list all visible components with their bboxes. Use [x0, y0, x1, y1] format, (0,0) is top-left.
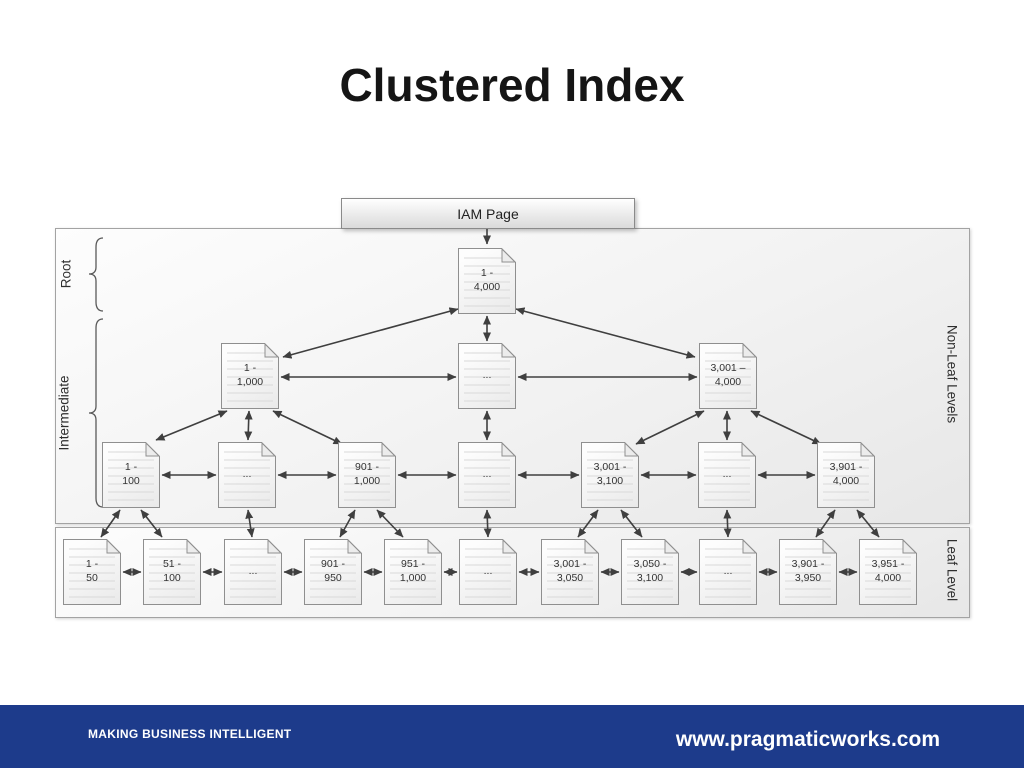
page-icon [581, 442, 639, 508]
page-node-label: 1 - 1,000 [236, 362, 264, 388]
page-node-label: 1 - 4,000 [473, 267, 501, 293]
page-node-label: ... [723, 565, 733, 578]
page-node-leaf-4: 951 - 1,000 [384, 539, 442, 605]
page-icon [698, 442, 756, 508]
page-icon [621, 539, 679, 605]
page-node-label: ... [242, 468, 252, 481]
page-icon [102, 442, 160, 508]
page-icon [779, 539, 837, 605]
page-node-leaf-8: ... [699, 539, 757, 605]
page-node-label: 1 - 50 [85, 558, 99, 584]
page-icon [817, 442, 875, 508]
iam-page-label: IAM Page [457, 205, 519, 222]
page-node-intermediate-1: ... [458, 343, 516, 409]
page-icon [458, 442, 516, 508]
page-node-leaf-6: 3,001 - 3,050 [541, 539, 599, 605]
page-node-label: 951 - 1,000 [399, 558, 427, 584]
page-node-level3-3: ... [458, 442, 516, 508]
page-node-leaf-7: 3,050 - 3,100 [621, 539, 679, 605]
page-node-leaf-10: 3,951 - 4,000 [859, 539, 917, 605]
page-node-level3-0: 1 - 100 [102, 442, 160, 508]
page-node-leaf-9: 3,901 - 3,950 [779, 539, 837, 605]
page-node-level3-2: 901 - 1,000 [338, 442, 396, 508]
page-icon [304, 539, 362, 605]
page-node-label: 3,001 - 3,050 [553, 558, 587, 584]
slide-title: Clustered Index [339, 59, 685, 111]
page-node-label: ... [482, 369, 492, 382]
page-node-label: 901 - 1,000 [353, 461, 381, 487]
page-icon [859, 539, 917, 605]
footer-website: www.pragmaticworks.com [675, 727, 940, 751]
non-leaf-levels-label: Non-Leaf Levels [944, 324, 960, 424]
intermediate-label: Intermediate [56, 375, 72, 451]
page-icon [63, 539, 121, 605]
page-node-label: 901 - 950 [321, 558, 345, 584]
page-node-label: 3,050 - 3,100 [633, 558, 667, 584]
page-icon [338, 442, 396, 508]
page-node-level3-6: 3,901 - 4,000 [817, 442, 875, 508]
page-icon [699, 343, 757, 409]
iam-page-box: IAM Page [341, 198, 635, 229]
page-node-root-0: 1 - 4,000 [458, 248, 516, 314]
page-node-label: 3,001 – 4,000 [710, 362, 746, 388]
page-node-level3-5: ... [698, 442, 756, 508]
page-node-label: 51 - 100 [162, 558, 182, 584]
page-node-leaf-5: ... [459, 539, 517, 605]
page-node-label: 3,001 - 3,100 [593, 461, 627, 487]
page-icon [218, 442, 276, 508]
page-node-leaf-1: 51 - 100 [143, 539, 201, 605]
page-node-leaf-0: 1 - 50 [63, 539, 121, 605]
page-icon [459, 539, 517, 605]
page-node-label: 3,901 - 3,950 [791, 558, 825, 584]
page-node-leaf-3: 901 - 950 [304, 539, 362, 605]
page-icon [224, 539, 282, 605]
footer-tagline: MAKING BUSINESS INTELLIGENT [88, 726, 292, 741]
page-node-level3-1: ... [218, 442, 276, 508]
page-icon [384, 539, 442, 605]
footer-bar: MAKING BUSINESS INTELLIGENT www.pragmati… [0, 705, 1024, 768]
page-icon [541, 539, 599, 605]
page-node-label: ... [483, 565, 493, 578]
page-node-label: 3,951 - 4,000 [871, 558, 905, 584]
page-node-label: ... [482, 468, 492, 481]
page-node-label: 1 - 100 [122, 461, 140, 487]
root-label: Root [58, 259, 74, 289]
page-icon [699, 539, 757, 605]
page-node-level3-4: 3,001 - 3,100 [581, 442, 639, 508]
page-node-intermediate-2: 3,001 – 4,000 [699, 343, 757, 409]
page-icon [143, 539, 201, 605]
page-icon [221, 343, 279, 409]
page-icon [458, 343, 516, 409]
page-node-leaf-2: ... [224, 539, 282, 605]
leaf-level-label: Leaf Level [944, 538, 960, 602]
page-node-label: ... [722, 468, 732, 481]
page-icon [458, 248, 516, 314]
page-node-label: 3,901 - 4,000 [829, 461, 863, 487]
page-node-label: ... [248, 565, 258, 578]
page-node-intermediate-0: 1 - 1,000 [221, 343, 279, 409]
